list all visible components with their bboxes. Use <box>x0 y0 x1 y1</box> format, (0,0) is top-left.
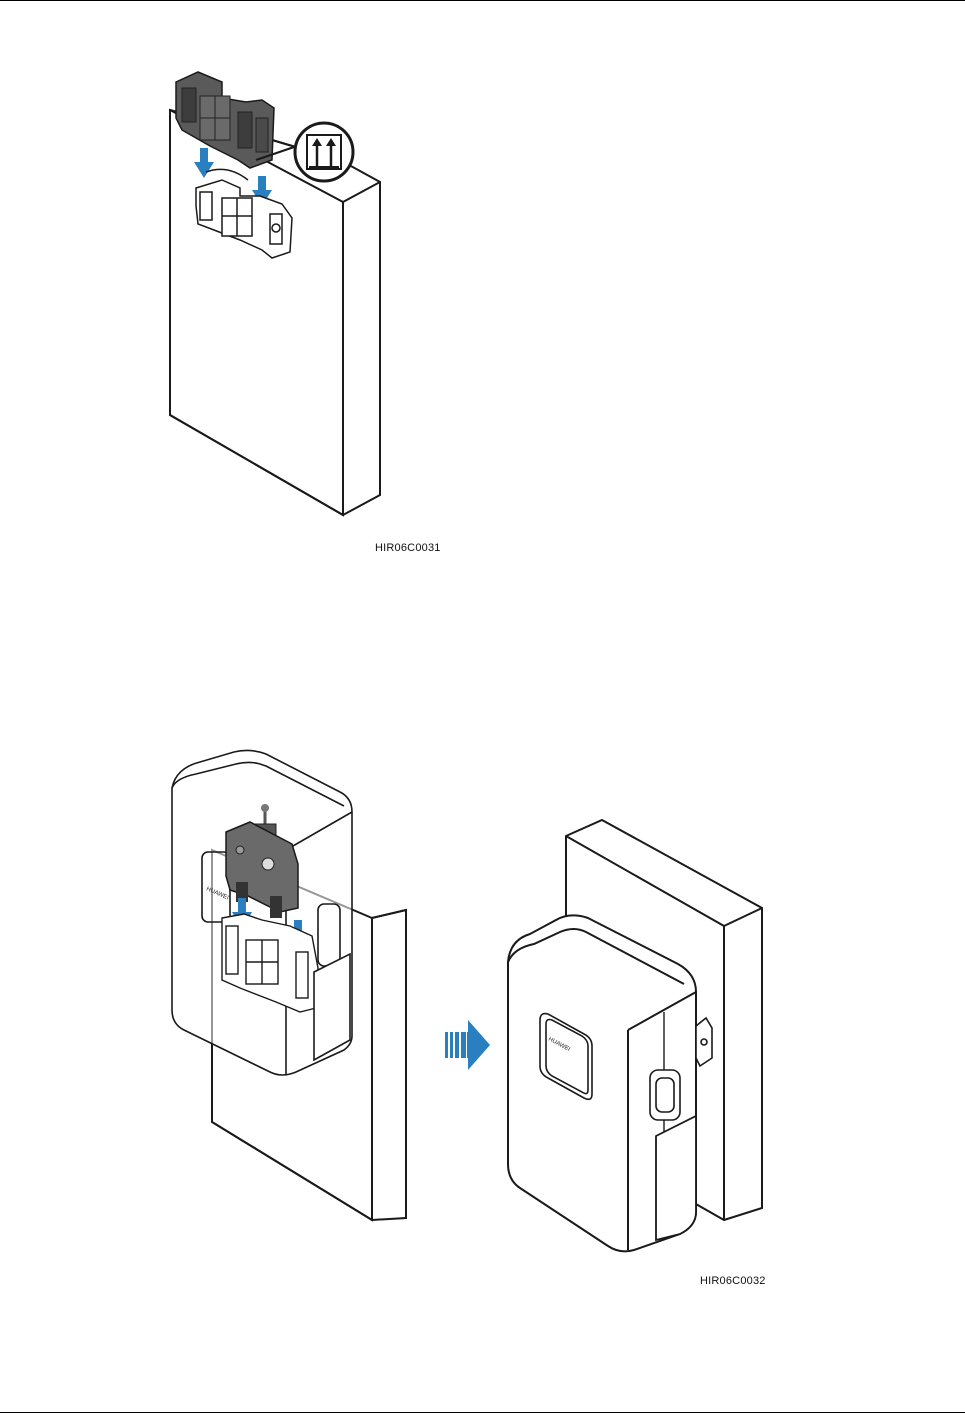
figure-code: HIR06C0031 <box>375 542 441 554</box>
figure-code: HIR06C0032 <box>700 1275 766 1287</box>
footer-rule <box>0 1412 965 1413</box>
figure-1-illustration <box>0 0 965 570</box>
this-side-up-symbol <box>295 123 353 181</box>
figure-2-illustration: HUAWEI HUAWEI <box>0 740 965 1300</box>
figure-2: HUAWEI HUAWEI <box>0 740 965 1300</box>
transition-arrow <box>445 1020 490 1070</box>
right-side-cover <box>656 1116 696 1240</box>
figure-1: HIR06C0031 <box>0 0 965 570</box>
